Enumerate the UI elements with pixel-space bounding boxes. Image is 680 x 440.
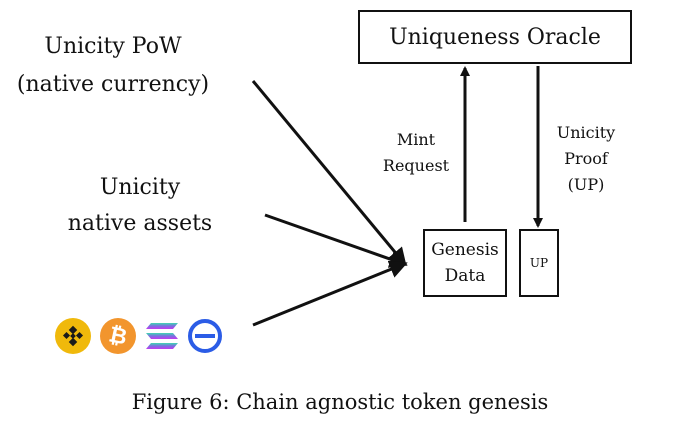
genesis-line2: Data	[444, 266, 486, 286]
genesis-line1: Genesis	[431, 240, 499, 260]
arrow-chains-to-genesis	[252, 260, 408, 327]
bnb-icon	[55, 318, 91, 354]
source-pow-line2: (native currency)	[16, 72, 210, 97]
bitcoin-icon: ₿	[100, 318, 136, 354]
figure-caption: Figure 6: Chain agnostic token genesis	[131, 390, 549, 414]
ethereum-name-icon	[188, 319, 222, 353]
up-node: UP	[519, 229, 559, 297]
source-native-line2: native assets	[67, 211, 213, 236]
unicity-proof-line1: Unicity	[556, 123, 616, 142]
mint-request-line2: Request	[382, 156, 450, 175]
source-pow-line1: Unicity PoW	[44, 34, 182, 59]
unicity-proof-line3: (UP)	[567, 175, 605, 194]
genesis-data-node: Genesis Data	[423, 229, 507, 297]
arrow-pow-to-genesis	[251, 80, 407, 267]
solana-icon	[145, 318, 179, 354]
source-native-assets: Unicity native assets	[55, 170, 225, 242]
unicity-proof-label: Unicity Proof (UP)	[546, 120, 626, 198]
unicity-proof-line2: Proof	[564, 149, 608, 168]
external-chain-icons: ₿	[55, 318, 222, 354]
source-native-line1: Unicity	[99, 175, 181, 200]
uniqueness-oracle-node: Uniqueness Oracle	[358, 10, 632, 64]
mint-request-label: Mint Request	[376, 127, 456, 179]
mint-request-line1: Mint	[396, 130, 436, 149]
source-unicity-pow: Unicity PoW (native currency)	[8, 28, 218, 104]
arrow-native-to-genesis	[264, 213, 408, 268]
